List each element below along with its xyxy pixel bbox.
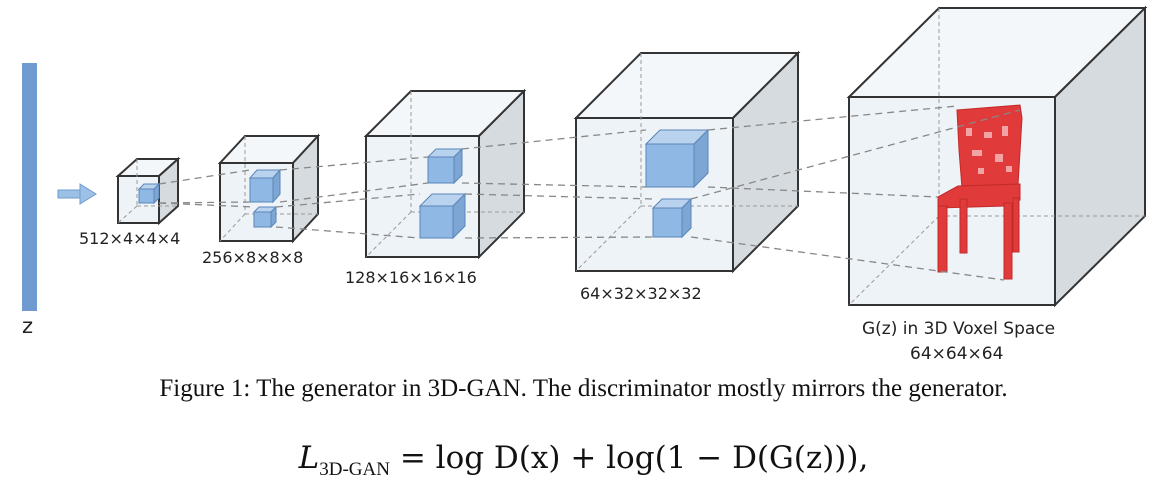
layer-shape-label-4: 64×32×32×32	[580, 284, 702, 303]
kernel-cube	[651, 197, 693, 239]
input-vector-bar	[22, 63, 37, 311]
equation-lhs-symbol: L	[298, 440, 320, 476]
equation-rhs: = log D(x) + log(1 − D(G(z))),	[399, 440, 869, 476]
layer-cube-1	[115, 156, 181, 226]
kernel-cube	[644, 128, 710, 189]
layer-cube-3	[363, 88, 527, 260]
kernel-cube	[248, 168, 282, 204]
projection-lines	[158, 105, 1021, 281]
layer-shape-label-2: 256×8×8×8	[202, 248, 303, 267]
output-label-line-1: G(z) in 3D Voxel Space	[862, 319, 1055, 339]
input-label-z: z	[22, 314, 33, 338]
generator-diagram: z 512×4×4×4	[22, 5, 1148, 364]
output-voxel-cube	[846, 5, 1148, 308]
chair-voxel-shape	[937, 104, 1023, 280]
loss-equation: L3D-GAN = log D(x) + log(1 − D(G(z))),	[0, 440, 1167, 481]
layer-cube-2	[217, 133, 321, 244]
layer-shape-label-3: 128×16×16×16	[345, 268, 477, 287]
layer-shape-label-1: 512×4×4×4	[79, 229, 180, 248]
kernel-cube	[252, 205, 278, 229]
kernel-cube	[137, 182, 161, 205]
layer-cube-4	[573, 50, 801, 274]
figure-caption: Figure 1: The generator in 3D-GAN. The d…	[159, 375, 1008, 402]
equation-lhs-subscript: 3D-GAN	[319, 459, 390, 480]
kernel-cube	[426, 147, 464, 185]
output-label-line-2: 64×64×64	[910, 344, 1003, 364]
input-arrow-icon	[57, 183, 97, 205]
kernel-cube	[418, 192, 467, 240]
